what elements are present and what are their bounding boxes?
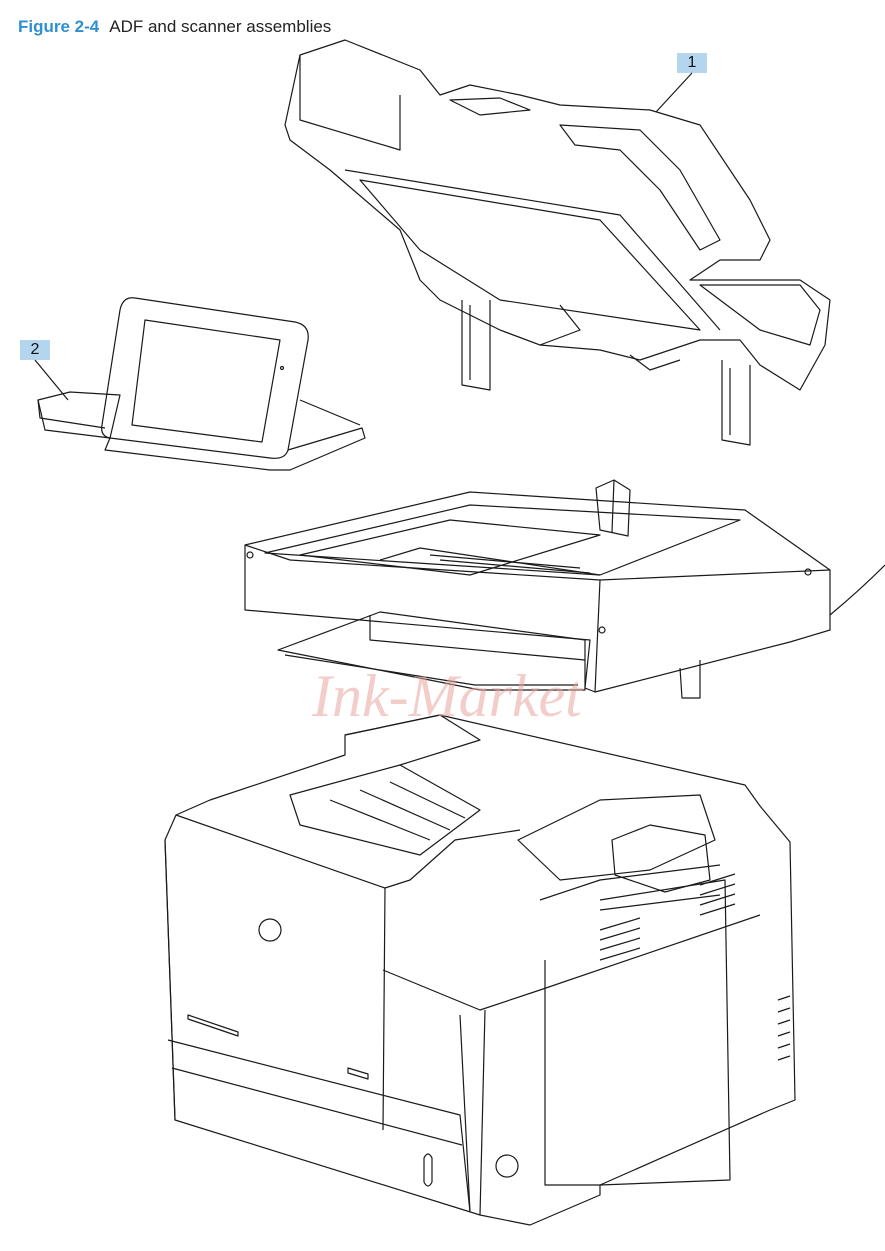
watermark: Ink-Market: [312, 663, 582, 729]
scanner-assembly: [244, 479, 831, 699]
figure-title: ADF and scanner assemblies: [109, 17, 332, 36]
figure-number: Figure 2-4: [18, 17, 100, 36]
figure-caption: Figure 2-4 ADF and scanner assemblies: [18, 17, 331, 37]
control-panel: [37, 297, 366, 471]
printer-body: [164, 714, 796, 1226]
callout-1-label: 1: [677, 53, 707, 73]
callout-3-leader: [829, 564, 885, 616]
adf-assembly: [284, 39, 831, 446]
callout-1-leader: [655, 72, 693, 113]
callout-2-label: 2: [20, 340, 50, 360]
